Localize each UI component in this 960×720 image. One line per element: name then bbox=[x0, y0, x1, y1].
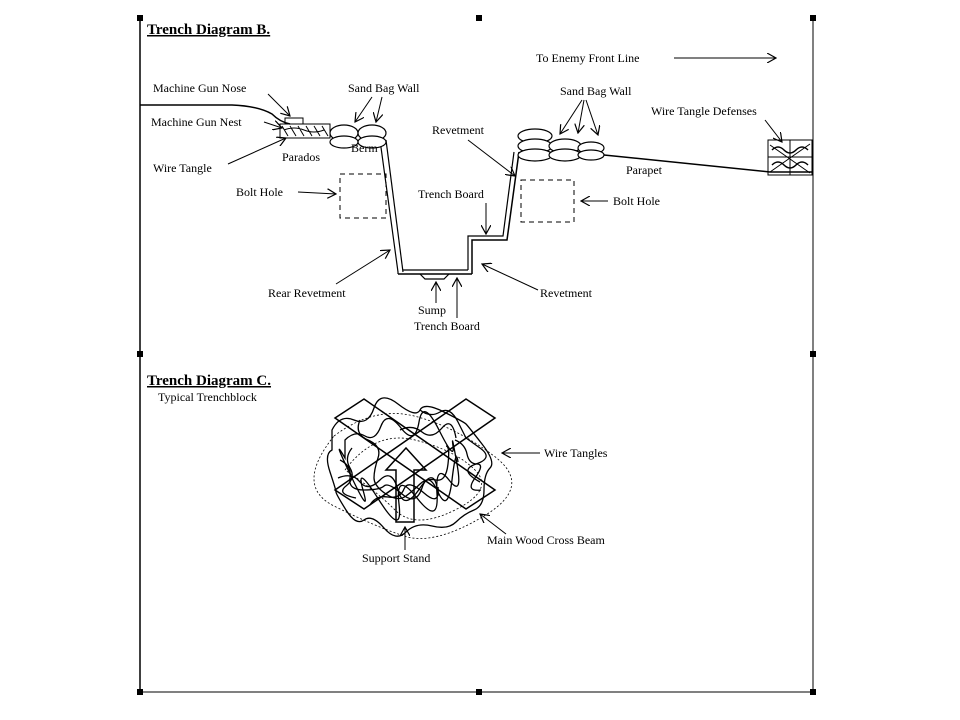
label-machine-gun-nose: Machine Gun Nose bbox=[153, 81, 246, 95]
label-machine-gun-nest: Machine Gun Nest bbox=[151, 115, 242, 129]
sandbag-wall-right bbox=[517, 128, 605, 162]
label-parapet: Parapet bbox=[626, 163, 663, 177]
page-frame bbox=[137, 15, 816, 695]
label-rear-revetment: Rear Revetment bbox=[268, 286, 346, 300]
bolt-hole-left bbox=[339, 173, 387, 219]
label-trench-board-upper: Trench Board bbox=[418, 187, 484, 201]
label-parados: Parados bbox=[282, 150, 320, 164]
label-bolt-hole-left: Bolt Hole bbox=[236, 185, 283, 199]
trenchblock-drawing bbox=[313, 397, 512, 539]
label-wire-tangles: Wire Tangles bbox=[544, 446, 608, 460]
diagram-b-title: Trench Diagram B. bbox=[147, 22, 270, 38]
label-wire-tangle: Wire Tangle bbox=[153, 161, 212, 175]
label-support-stand: Support Stand bbox=[362, 551, 430, 565]
label-revetment-bottom: Revetment bbox=[540, 286, 593, 300]
sandbag-wall-left bbox=[329, 124, 387, 149]
diagram-c-subtitle: Typical Trenchblock bbox=[158, 390, 257, 404]
label-trench-board-lower: Trench Board bbox=[414, 319, 480, 333]
wire-tangle-defenses bbox=[767, 139, 813, 176]
label-bolt-hole-right: Bolt Hole bbox=[613, 194, 660, 208]
label-sandbag-wall-left: Sand Bag Wall bbox=[348, 81, 420, 95]
diagram-c-title: Trench Diagram C. bbox=[147, 373, 271, 389]
label-sandbag-wall-right: Sand Bag Wall bbox=[560, 84, 632, 98]
label-enemy-front: To Enemy Front Line bbox=[536, 51, 639, 65]
label-sump: Sump bbox=[418, 303, 446, 317]
label-berm: Berm bbox=[351, 141, 378, 155]
label-revetment-top: Revetment bbox=[432, 123, 485, 137]
machine-gun-nest bbox=[279, 117, 331, 139]
label-wire-tangle-defenses: Wire Tangle Defenses bbox=[651, 104, 757, 118]
bolt-hole-right bbox=[520, 179, 575, 223]
label-main-wood-cross-beam: Main Wood Cross Beam bbox=[487, 533, 605, 547]
